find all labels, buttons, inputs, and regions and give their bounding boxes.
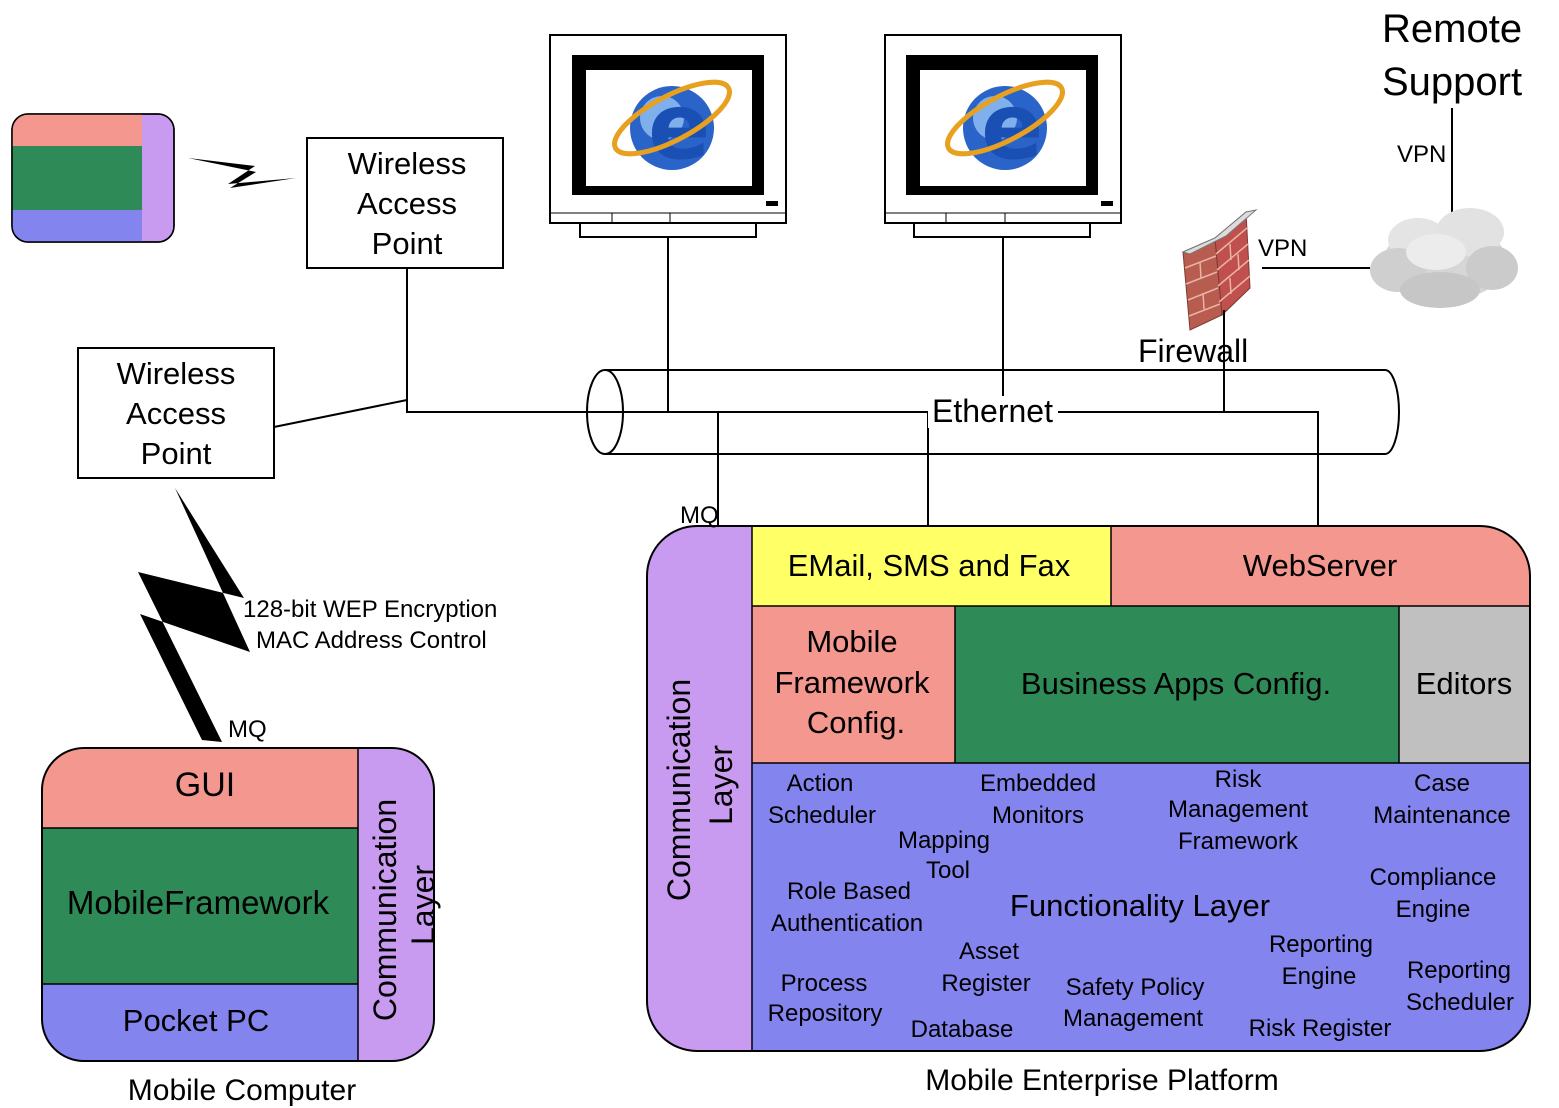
compliance-engine-label-2: Engine [1396,896,1471,923]
wap-top-label-1: Wireless [348,146,467,181]
mc-comm-layer-label-1: Communication [367,799,403,1021]
mobile-fw-config-label-2: Framework [774,665,930,700]
wireless-access-point-left [77,347,275,479]
firewall-label: Firewall [1138,333,1248,369]
wap-left-label-1: Wireless [117,356,236,391]
mobile-computer [42,748,434,1061]
handheld-device-icon [11,113,175,243]
email-sms-fax-label: EMail, SMS and Fax [788,548,1071,583]
security-label-2: MAC Address Control [256,627,487,654]
asset-register-label: Asset [959,938,1019,965]
mep-comm-layer-label-1: Communication [661,679,697,901]
mobile-fw-config-label-1: Mobile [806,624,897,659]
process-repository-label-2: Repository [768,1000,883,1027]
mobile-framework-label: MobileFramework [67,884,330,921]
wireless-access-point-top [306,137,504,269]
risk-mgmt-label-3: Framework [1178,828,1299,855]
workstation-monitor-1 [549,34,787,238]
editors-block [1399,606,1530,763]
process-repository-label: Process [781,970,868,997]
pocket-pc-label: Pocket PC [123,1003,269,1038]
mobile-framework-config-block [752,606,955,763]
firewall-icon [1181,209,1258,331]
internet-explorer-icon: e [945,73,1065,180]
cloud-icon [1370,208,1518,308]
risk-register-label: Risk Register [1249,1015,1392,1042]
embedded-monitors-label: Embedded [980,770,1096,797]
reporting-scheduler-label: Reporting [1407,957,1511,984]
mq-label-platform: MQ [680,502,719,529]
mapping-tool-label-2: Tool [926,857,970,884]
mep-comm-layer-label-2: Layer [703,745,739,825]
case-maintenance-label: Case [1414,770,1470,797]
remote-support-label: Remote [1382,7,1522,51]
risk-mgmt-label-2: Management [1168,796,1308,823]
mc-comm-layer-label-2: Layer [405,865,441,945]
ethernet-label: Ethernet [932,393,1053,429]
safety-policy-label-2: Management [1063,1005,1203,1032]
reporting-engine-label: Reporting [1269,931,1373,958]
vpn-label-upper: VPN [1397,141,1446,168]
functionality-layer-label: Functionality Layer [1010,888,1270,923]
webserver-link [1224,411,1319,526]
wireless-bolt-large-icon [138,488,250,742]
pocket-pc-layer [42,984,358,1061]
vpn-label-lower: VPN [1258,235,1307,262]
security-label-1: 128-bit WEP Encryption [243,596,497,623]
safety-policy-label: Safety Policy [1066,974,1205,1001]
case-maintenance-label-2: Maintenance [1373,802,1510,829]
internet-explorer-icon: e [612,73,732,180]
role-based-label: Role Based [787,878,911,905]
role-based-label-2: Authentication [771,910,923,937]
remote-support-label-2: Support [1382,60,1522,104]
editors-label: Editors [1416,666,1512,701]
action-scheduler-label-2: Scheduler [768,802,876,829]
mobile-fw-config-label-3: Config. [807,705,905,740]
email-sms-fax-block [752,526,1111,606]
mobile-computer-caption: Mobile Computer [128,1074,356,1107]
business-apps-config-label: Business Apps Config. [1021,666,1331,701]
wap-left-label-2: Access [126,396,226,431]
mobile-enterprise-platform [647,526,1530,1051]
reporting-engine-label-2: Engine [1282,963,1357,990]
wap-top-label-2: Access [357,186,457,221]
mobile-enterprise-platform-caption: Mobile Enterprise Platform [925,1064,1278,1097]
wap-left-label-3: Point [141,436,212,471]
webserver-block [1111,526,1530,606]
reporting-scheduler-label-2: Scheduler [1406,989,1514,1016]
webserver-label: WebServer [1243,548,1398,583]
compliance-engine-label: Compliance [1370,864,1497,891]
wap-top-label-3: Point [372,226,443,261]
database-label: Database [911,1016,1014,1043]
embedded-monitors-label-2: Monitors [992,802,1084,829]
mobile-framework-layer [42,828,358,984]
mq-label-mobile: MQ [228,716,267,743]
wireless-bolt-small-icon [188,158,296,188]
business-apps-config-block [955,606,1399,763]
gui-layer [42,748,358,828]
platform-comm-layer [647,526,752,1051]
gui-label: GUI [175,766,235,804]
wap-left-link [273,399,408,428]
bus-wire-main [406,268,1224,413]
risk-mgmt-label: Risk [1215,766,1263,793]
action-scheduler-label: Action [787,770,854,797]
asset-register-label-2: Register [941,970,1030,997]
mapping-tool-label: Mapping [898,827,990,854]
